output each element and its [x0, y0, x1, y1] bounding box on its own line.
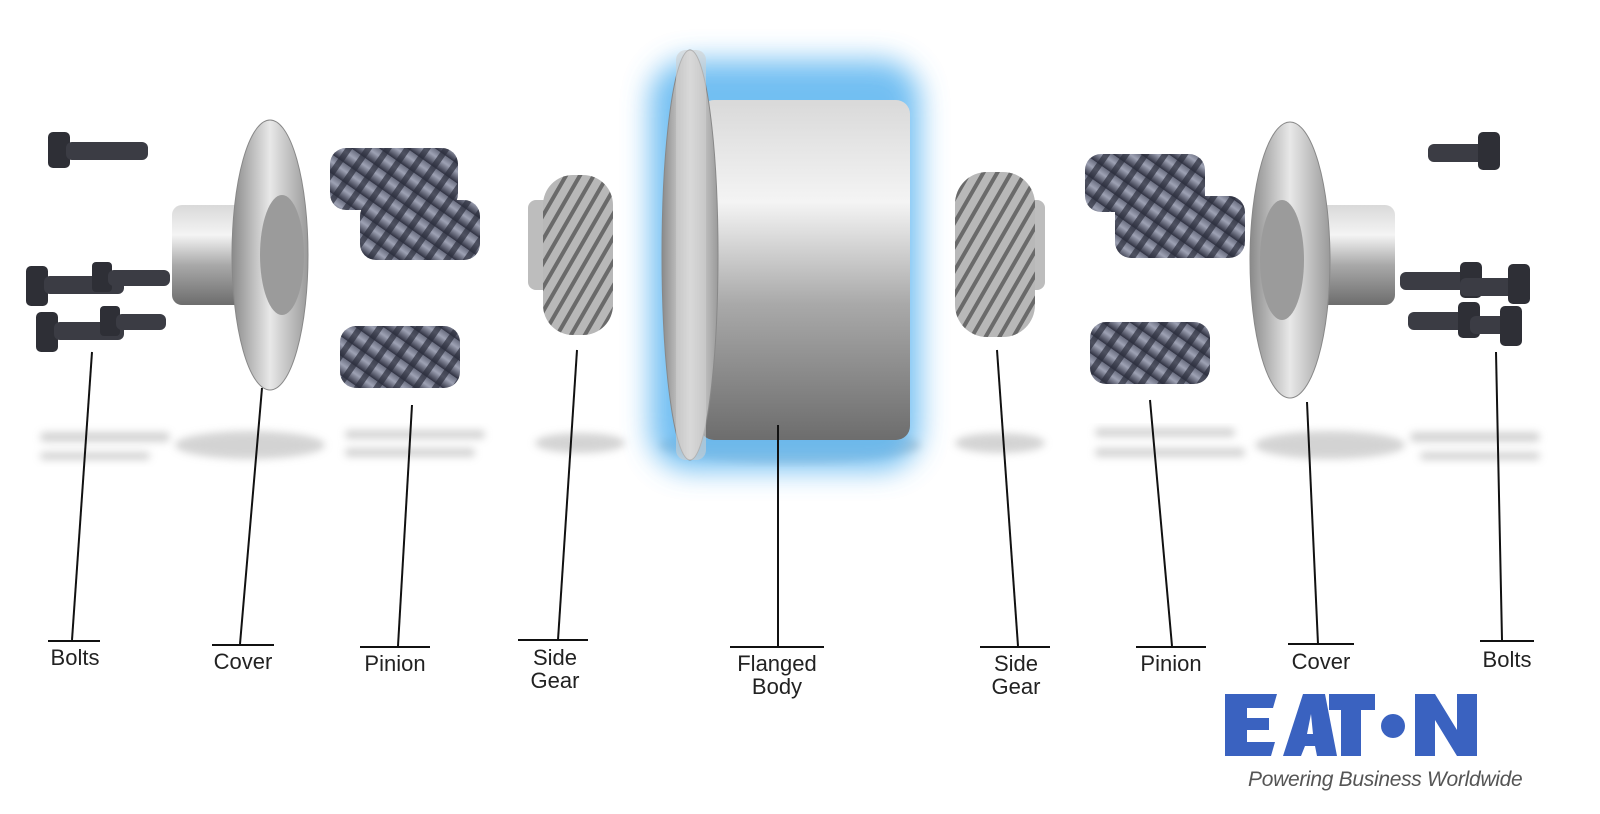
pinion-right-part[interactable]: [1085, 154, 1245, 384]
pinion-left-part[interactable]: [330, 148, 480, 388]
label-pinion-right: Pinion: [1140, 651, 1202, 676]
leader-lines: [48, 349, 1534, 648]
side-gear-left-part[interactable]: [528, 175, 613, 335]
label-cover-left: Cover: [213, 649, 273, 674]
cover-left-part[interactable]: [172, 119, 309, 391]
bolts-right-part[interactable]: [1400, 132, 1530, 346]
label-bolts-right: Bolts: [1482, 647, 1532, 672]
cover-right-part[interactable]: [1249, 121, 1395, 399]
label-side-gear-right: Side Gear: [991, 651, 1041, 699]
flanged-body-part[interactable]: [650, 49, 920, 470]
eaton-logo: [1225, 694, 1477, 756]
label-bolts-left: Bolts: [50, 645, 100, 670]
side-gear-right-part[interactable]: [955, 172, 1045, 337]
bolts-left-part[interactable]: [26, 132, 170, 352]
label-pinion-left: Pinion: [364, 651, 426, 676]
label-flanged-body: Flanged Body: [737, 651, 817, 699]
label-cover-right: Cover: [1291, 649, 1351, 674]
label-side-gear-left: Side Gear: [530, 645, 580, 693]
brand-tagline: Powering Business Worldwide: [1248, 768, 1523, 791]
